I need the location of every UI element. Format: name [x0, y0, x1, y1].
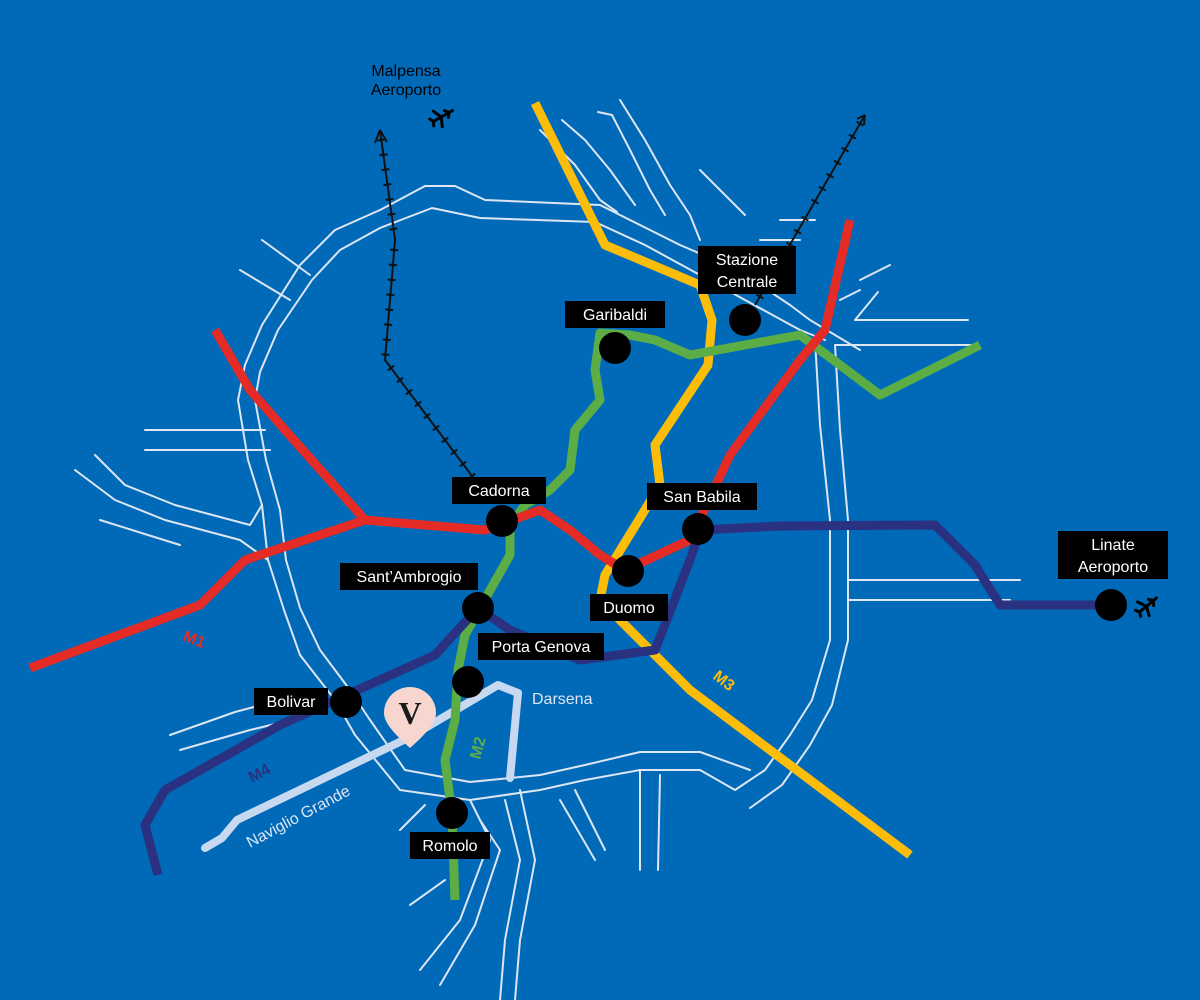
label-porta-genova[interactable]: Porta Genova [478, 633, 604, 660]
label-stazione-centrale[interactable]: Stazione Centrale [698, 246, 796, 294]
station-dot-duomo[interactable] [612, 555, 644, 587]
railway-tie [390, 248, 399, 252]
railway-tie [414, 400, 422, 408]
label-santambrogio[interactable]: Sant’Ambrogio [340, 563, 478, 590]
station-dots [330, 304, 1127, 829]
railway-tie [848, 133, 857, 140]
railway-tie [387, 364, 395, 372]
label-duomo-text: Duomo [603, 600, 655, 617]
label-linate-line1: Linate [1091, 537, 1135, 554]
label-duomo[interactable]: Duomo [590, 594, 668, 621]
railway-tie [755, 293, 764, 300]
station-dot-stazione-centrale[interactable] [729, 304, 761, 336]
railway-tie [388, 263, 397, 267]
label-stazione-centrale-line1: Stazione [716, 252, 778, 269]
railway-tie [450, 448, 458, 456]
railway-tie [379, 153, 388, 157]
railway-tie [441, 436, 449, 444]
station-dot-bolivar[interactable] [330, 686, 362, 718]
railway-tie [389, 227, 398, 231]
railway-tie [423, 412, 431, 420]
station-dot-linate[interactable] [1095, 589, 1127, 621]
railway-tie [385, 197, 394, 201]
railway-tie [387, 212, 396, 216]
v-pin-icon[interactable]: V [384, 687, 436, 748]
station-dot-garibaldi[interactable] [599, 332, 631, 364]
railway-tie [785, 241, 794, 248]
railway-tie [383, 323, 393, 327]
malpensa-label-line1: Malpensa [371, 63, 440, 80]
label-cadorna-text: Cadorna [468, 483, 529, 500]
station-dot-porta-genova[interactable] [452, 666, 484, 698]
airplane-icon [428, 109, 455, 129]
railway-tie [377, 138, 386, 142]
darsena-label: Darsena [532, 691, 593, 708]
railway-tie [801, 215, 809, 222]
station-dot-san-babila[interactable] [682, 513, 714, 545]
label-bolivar-text: Bolivar [267, 694, 317, 711]
railway-tie [387, 278, 396, 282]
railway-tie [432, 424, 440, 432]
label-linate-aeroporto[interactable]: Linate Aeroporto [1058, 531, 1168, 579]
label-linate-line2: Aeroporto [1078, 559, 1148, 576]
railway-tie [383, 182, 392, 187]
road-network [74, 99, 1021, 1000]
metro-line-m4 [140, 520, 1110, 877]
railway-tie [856, 120, 864, 127]
label-cadorna[interactable]: Cadorna [452, 477, 546, 504]
label-romolo-text: Romolo [422, 838, 477, 855]
metro-line-m1 [211, 219, 855, 575]
metro-line-m1-west-branch [28, 515, 367, 673]
station-dot-santambrogio[interactable] [462, 592, 494, 624]
railway-tie [385, 308, 394, 312]
m2-line-label: M2 [467, 735, 489, 761]
label-san-babila-text: San Babila [663, 489, 740, 506]
railway-tie [825, 172, 834, 179]
railway-tie [840, 146, 849, 153]
railway-tie [396, 376, 404, 384]
label-santambrogio-text: Sant’Ambrogio [357, 569, 462, 586]
label-porta-genova-text: Porta Genova [492, 639, 591, 656]
label-garibaldi-text: Garibaldi [583, 307, 647, 324]
marker-letter: V [398, 695, 421, 731]
malpensa-railway [379, 129, 491, 501]
label-garibaldi[interactable]: Garibaldi [565, 301, 665, 328]
railway-tie [818, 185, 827, 192]
metro-line-m2 [440, 328, 983, 901]
malpensa-label-line2: Aeroporto [371, 82, 441, 99]
railway-tie [810, 198, 819, 205]
station-labels: Stazione Centrale Garibaldi Cadorna San … [254, 246, 1168, 859]
railway-tie [793, 228, 802, 235]
label-san-babila[interactable]: San Babila [647, 483, 757, 510]
label-stazione-centrale-line2: Centrale [717, 274, 778, 291]
label-bolivar[interactable]: Bolivar [254, 688, 328, 715]
railway-tie [382, 338, 391, 341]
railway-tie [833, 159, 842, 166]
station-dot-cadorna[interactable] [486, 505, 518, 537]
railway-tie [386, 293, 395, 297]
railway-tie [459, 460, 467, 468]
railway-tie [381, 353, 390, 356]
railway-tie [405, 388, 413, 396]
airplane-icon [1133, 596, 1158, 618]
railway-tie [381, 168, 390, 172]
station-dot-romolo[interactable] [436, 797, 468, 829]
label-romolo[interactable]: Romolo [410, 832, 490, 859]
